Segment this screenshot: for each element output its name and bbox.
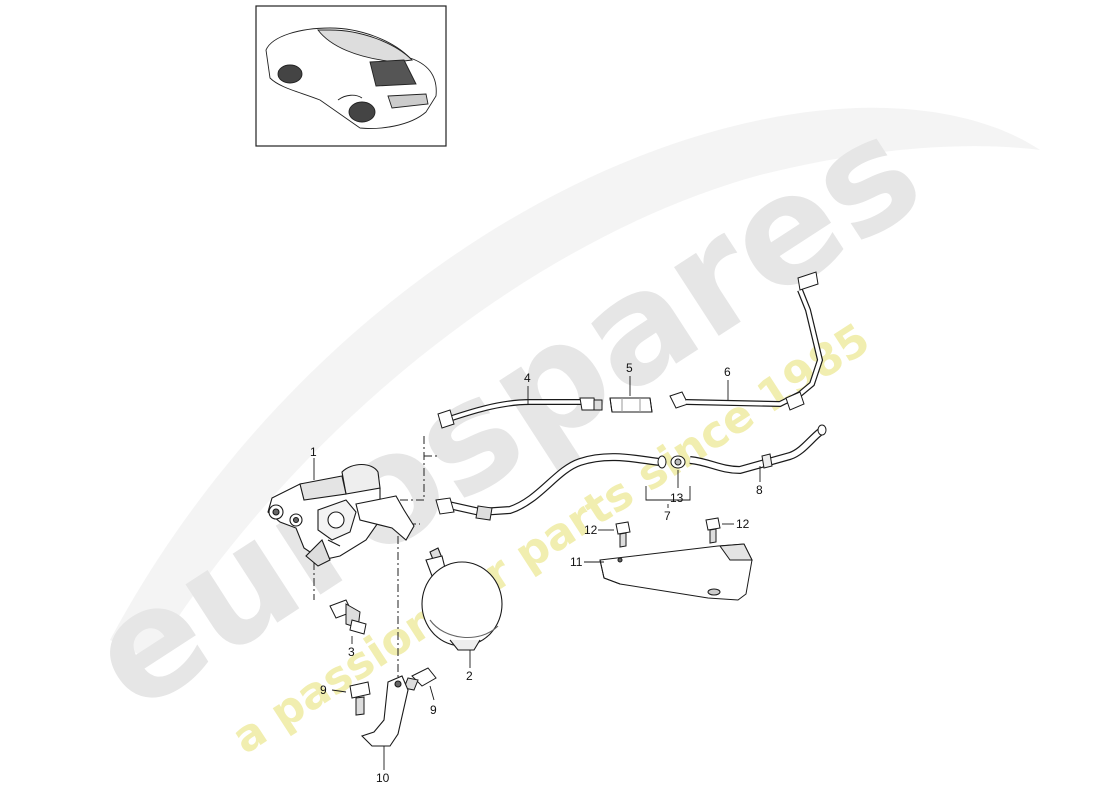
hose-7 (435, 453, 667, 521)
callout-5: 5 (626, 361, 633, 375)
bolt-12-right (705, 517, 721, 544)
clamp-13 (670, 455, 686, 469)
callouts: 1 2 3 4 5 6 7 8 9 9 10 11 12 12 13 (310, 361, 763, 785)
callout-leaders (313, 376, 761, 770)
bolt-9-right (403, 667, 437, 691)
callout-9-right: 9 (430, 703, 437, 717)
callout-6: 6 (724, 365, 731, 379)
watermark-swoosh (110, 107, 1040, 661)
callout-7: 7 (664, 509, 671, 523)
pipe-6 (669, 271, 824, 411)
heat-shield-11 (599, 543, 753, 601)
pressure-accumulator (421, 547, 503, 651)
callout-12-left: 12 (584, 523, 598, 537)
watermark: eurospares a passion for parts since 198… (60, 83, 1040, 764)
bolt-12-left (615, 521, 631, 548)
bracket-10 (360, 675, 409, 747)
car-icon (265, 27, 437, 129)
callout-9-left: 9 (320, 683, 327, 697)
callout-12-right: 12 (736, 517, 750, 531)
valve-assembly (267, 463, 415, 567)
callout-11: 11 (570, 555, 583, 569)
watermark-brand: eurospares (60, 83, 950, 745)
callout-8: 8 (756, 483, 763, 497)
callout-13: 13 (670, 491, 684, 505)
callout-1: 1 (310, 445, 317, 459)
callout-10: 10 (376, 771, 390, 785)
callout-4: 4 (524, 371, 531, 385)
connector-5 (609, 397, 653, 413)
callout-2: 2 (466, 669, 473, 683)
bolt-3 (329, 599, 367, 635)
hose-8 (689, 424, 827, 475)
callout-3: 3 (348, 645, 355, 659)
bolt-9-left (349, 681, 371, 716)
vehicle-thumbnail (255, 5, 447, 147)
